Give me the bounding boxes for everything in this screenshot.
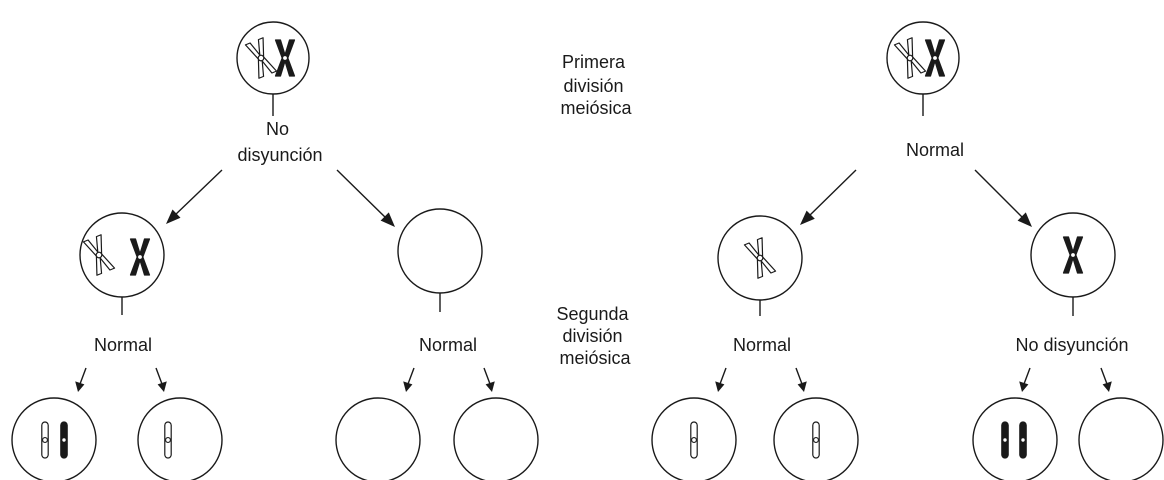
left-daughter-cell-a [79,212,165,298]
rod-chromatid-outline-icon [690,421,698,459]
right-arrow-gamete-4 [1100,367,1112,392]
rod-chromatid-outline-icon [164,421,172,459]
right-gamete-3 [972,397,1058,480]
right-gamete-2 [773,397,859,480]
left-arrow-gamete-2 [155,367,167,392]
second-division-stage-label: Segunda división meiósica [556,304,633,368]
left-daughter-cell-b [397,208,483,294]
left-second-division-outcome-a: Normal [94,335,152,355]
rod-chromatid-solid-icon [60,421,68,459]
left-arrow-gamete-4 [483,367,495,392]
left-gamete-4 [453,397,539,480]
left-gamete-3 [335,397,421,480]
right-gamete-4 [1078,397,1164,480]
rod-chromatid-solid-icon [1001,421,1009,459]
right-daughter-cell-a [717,215,803,301]
rod-chromatid-outline-icon [812,421,820,459]
first-division-stage-label: Primera división meiósica [560,52,632,118]
left-parent-cell [236,21,310,95]
right-arrow-to-daughter-b [974,169,1032,227]
right-gamete-1 [651,397,737,480]
left-gamete-1 [11,397,97,480]
right-second-division-outcome-a: Normal [733,335,791,355]
right-arrow-gamete-3 [1019,367,1031,392]
left-arrow-to-daughter-b [336,169,395,227]
right-second-division-outcome-b: No disyunción [1015,335,1128,355]
right-arrow-to-daughter-a [800,169,857,225]
right-arrow-gamete-1 [715,367,727,392]
right-daughter-cell-b [1030,212,1116,298]
left-first-division-outcome: No disyunción [237,119,322,165]
left-gamete-2 [137,397,223,480]
right-arrow-gamete-2 [795,367,807,392]
right-parent-cell [886,21,960,95]
left-second-division-outcome-b: Normal [419,335,477,355]
rod-chromatid-solid-icon [1019,421,1027,459]
rod-chromatid-outline-icon [41,421,49,459]
left-arrow-to-daughter-a [166,169,223,224]
left-arrow-gamete-3 [403,367,415,392]
left-arrow-gamete-1 [75,367,87,392]
right-first-division-outcome: Normal [906,140,964,160]
